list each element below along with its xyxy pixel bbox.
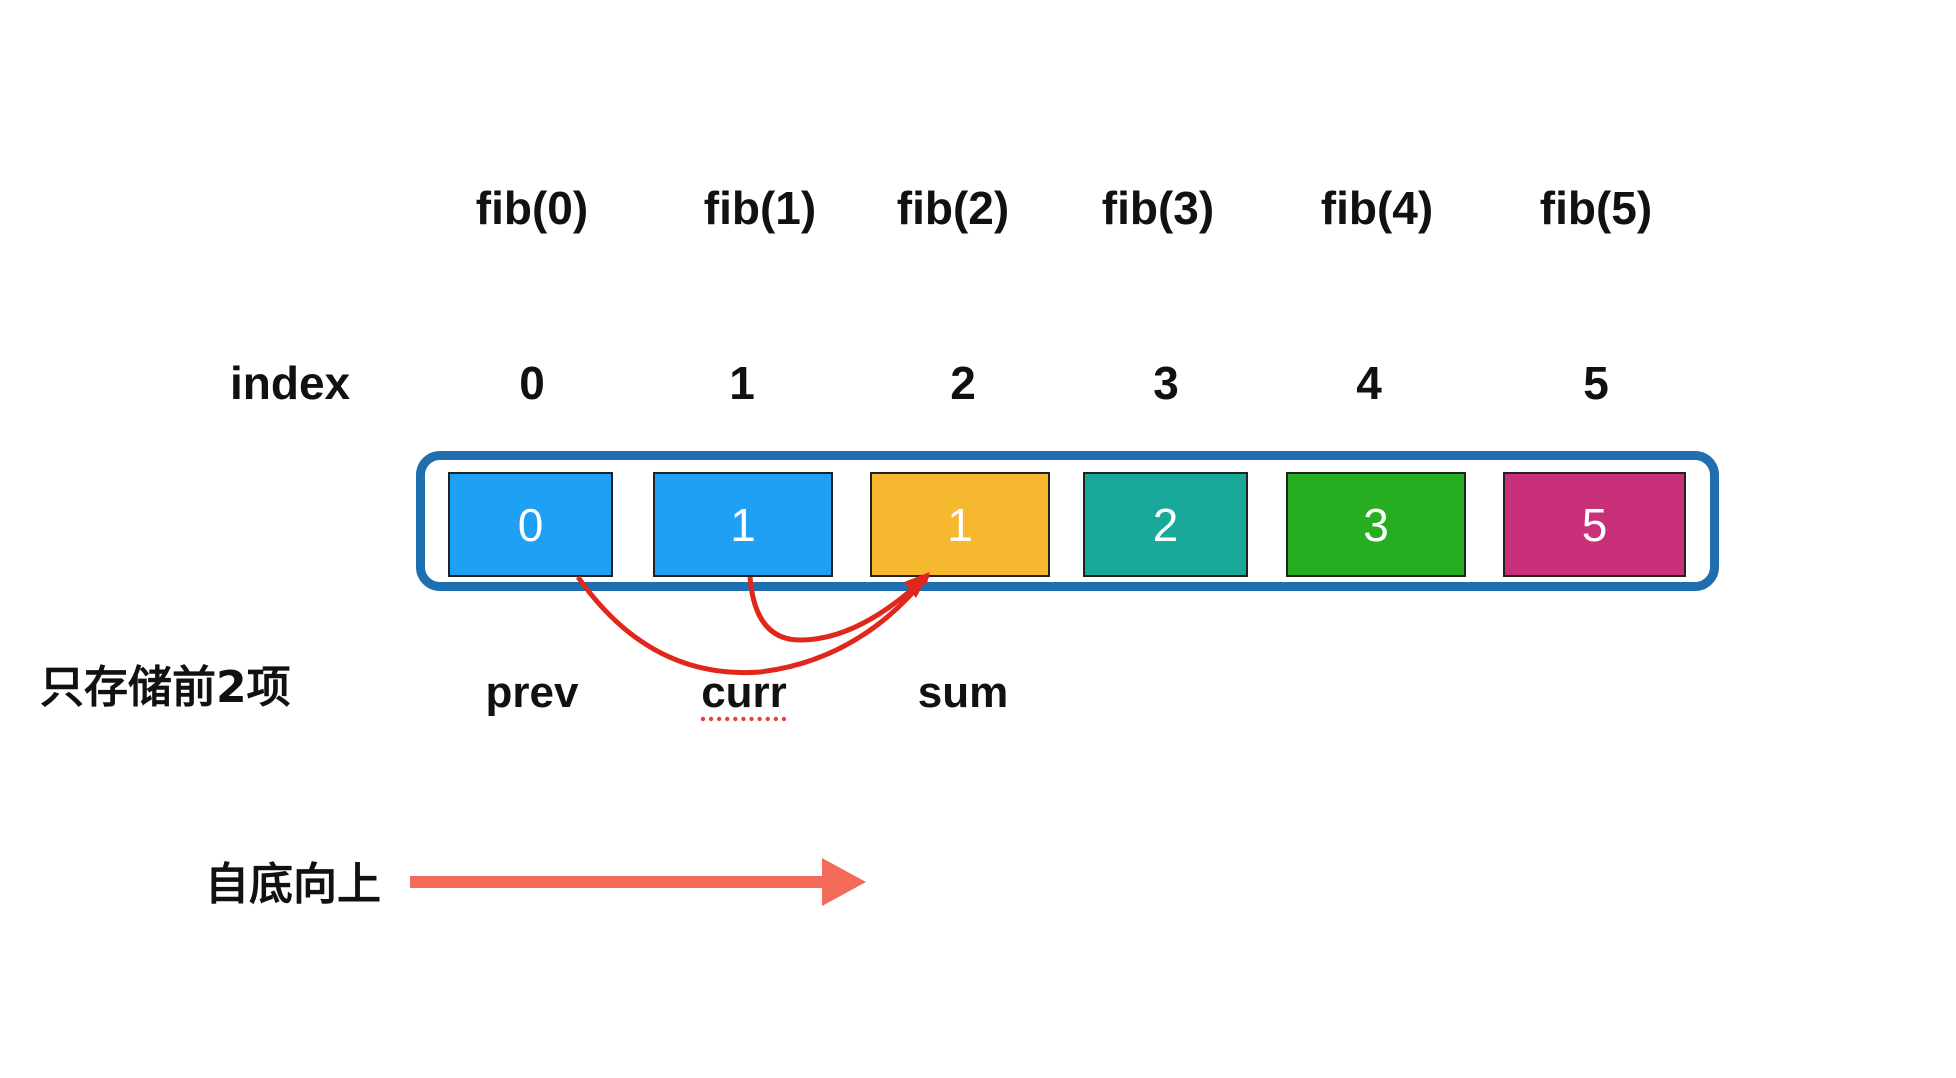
index-number-4: 4 [1356,357,1382,409]
curr-to-sum-arrow [747,573,930,643]
sum-arrowhead [904,572,930,598]
index-number-3: 3 [1153,357,1179,409]
array-cell-4: 3 [1286,472,1466,577]
index-number-1: 1 [729,357,755,409]
fib-label-0: fib(0) [475,182,589,234]
memory-title: 只存储前2项 [40,662,291,713]
fib-label-5: fib(5) [1539,182,1653,234]
array-cell-value: 3 [1363,498,1389,551]
array-cell-3: 2 [1083,472,1248,577]
fib-label-2: fib(2) [896,182,1010,234]
index-number-0: 0 [519,357,545,409]
index-title: index [230,357,351,409]
curr-label: curr [701,668,787,717]
array-cell-5: 5 [1503,472,1686,577]
prev-label: prev [485,668,579,717]
array-cell-value: 1 [947,498,973,551]
array-cell-value: 2 [1152,498,1179,551]
array-cell-1: 1 [653,472,833,577]
array-cell-2: 1 [870,472,1050,577]
index-number-5: 5 [1583,357,1609,409]
prev-to-sum-arrow [575,573,930,676]
array-frame [416,451,1719,591]
array-cell-value: 0 [517,498,544,551]
fib-label-4: fib(4) [1320,182,1434,234]
bottom-up-arrow-head [822,858,866,906]
bottom-up-title: 自底向上 [205,859,381,910]
array-cell-0: 0 [448,472,613,577]
array-cell-value: 5 [1581,498,1608,551]
bottom-up-arrow-shaft [410,876,825,888]
fib-label-3: fib(3) [1101,182,1215,234]
index-number-2: 2 [950,357,976,409]
sum-label: sum [917,668,1009,717]
array-cell-value: 1 [730,498,756,551]
fib-label-1: fib(1) [703,182,817,234]
